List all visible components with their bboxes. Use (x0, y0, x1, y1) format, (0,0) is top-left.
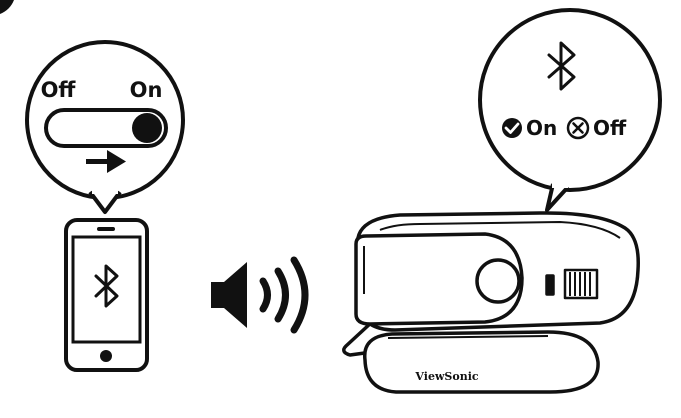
status-off-label: Off (593, 116, 627, 140)
x-circle-icon (568, 118, 588, 138)
bluetooth-status-callout-bubble: On Off (480, 10, 660, 210)
projector: ViewSonic (344, 213, 638, 392)
corner-fragment (0, 0, 14, 14)
sound-waves-icon (263, 260, 305, 330)
speaker-icon (211, 262, 247, 328)
on-off-toggle-switch (46, 110, 166, 146)
focus-wheel (547, 276, 553, 294)
projector-base (365, 332, 598, 392)
toggle-off-label: Off (41, 78, 77, 102)
phone-speaker-slot (97, 227, 115, 231)
toggle-on-label: On (130, 78, 163, 102)
check-circle-icon (502, 118, 522, 138)
toggle-knob (132, 113, 162, 143)
status-on-label: On (526, 116, 557, 140)
toggle-callout-bubble: Off On (27, 42, 183, 212)
projector-lens (477, 260, 519, 302)
smartphone (66, 220, 147, 370)
phone-home-button (100, 350, 112, 362)
brand-logo: ViewSonic (414, 370, 478, 383)
